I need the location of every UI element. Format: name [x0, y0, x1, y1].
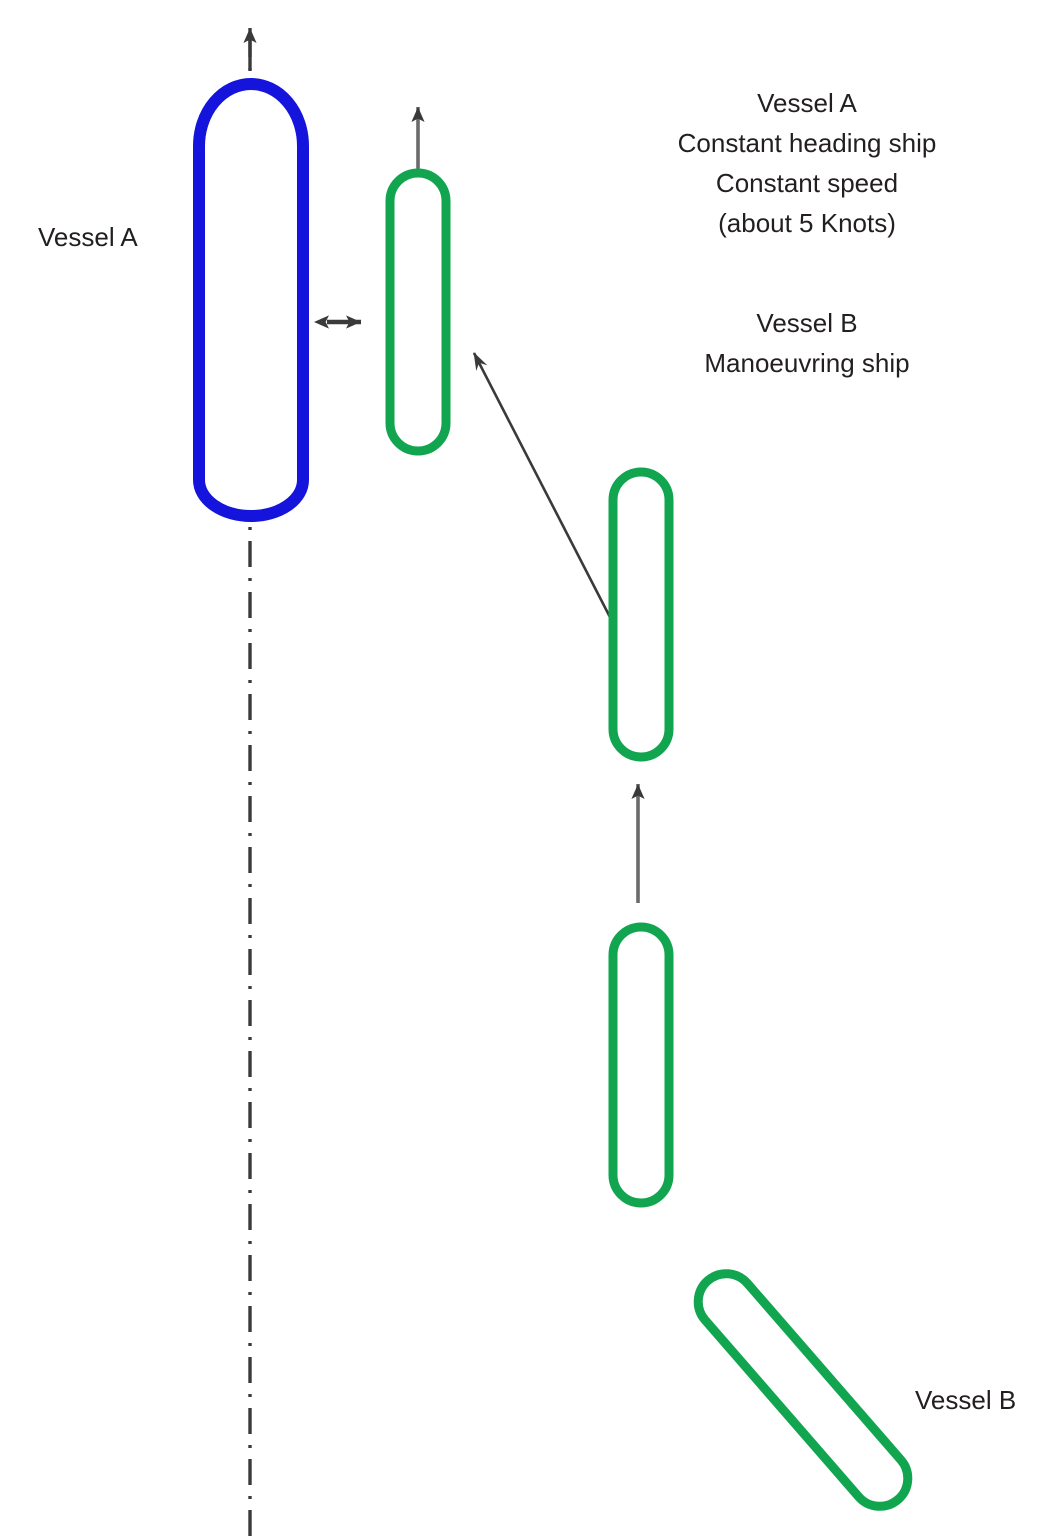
vessel-b-note-line-2: Manoeuvring ship — [704, 348, 909, 378]
vessel-b-hull-top — [385, 168, 451, 456]
vessel-a-note-line-4: (about 5 Knots) — [718, 208, 896, 238]
vessel-b-position-1-group — [693, 1269, 913, 1511]
vessel-b-note-line-1: Vessel B — [756, 308, 857, 338]
vessel-b-position-4-group — [385, 107, 451, 456]
vessel-a-hull — [193, 78, 309, 522]
vessel-b-position-2-group — [608, 922, 674, 1208]
track-change-arrow-group — [472, 352, 615, 624]
diagonal-arrow-icon — [472, 352, 615, 624]
vessel-b-side-label: Vessel B — [915, 1385, 1016, 1415]
vessel-b-hull-upper-mid — [608, 467, 674, 762]
vessel-b-hull-rotated — [693, 1269, 913, 1511]
vessel-a-note-line-1: Vessel A — [757, 88, 857, 118]
vessel-b-position-3-group — [608, 467, 674, 762]
vessel-a-note-line-2: Constant heading ship — [678, 128, 937, 158]
vessel-a-note-line-3: Constant speed — [716, 168, 898, 198]
vessel-a-side-label: Vessel A — [38, 222, 138, 252]
vessel-b-note-block: Vessel B Manoeuvring ship — [704, 308, 909, 378]
vessel-a-note-block: Vessel A Constant heading ship Constant … — [678, 88, 937, 238]
vessel-b-hull-lower-mid — [608, 922, 674, 1208]
